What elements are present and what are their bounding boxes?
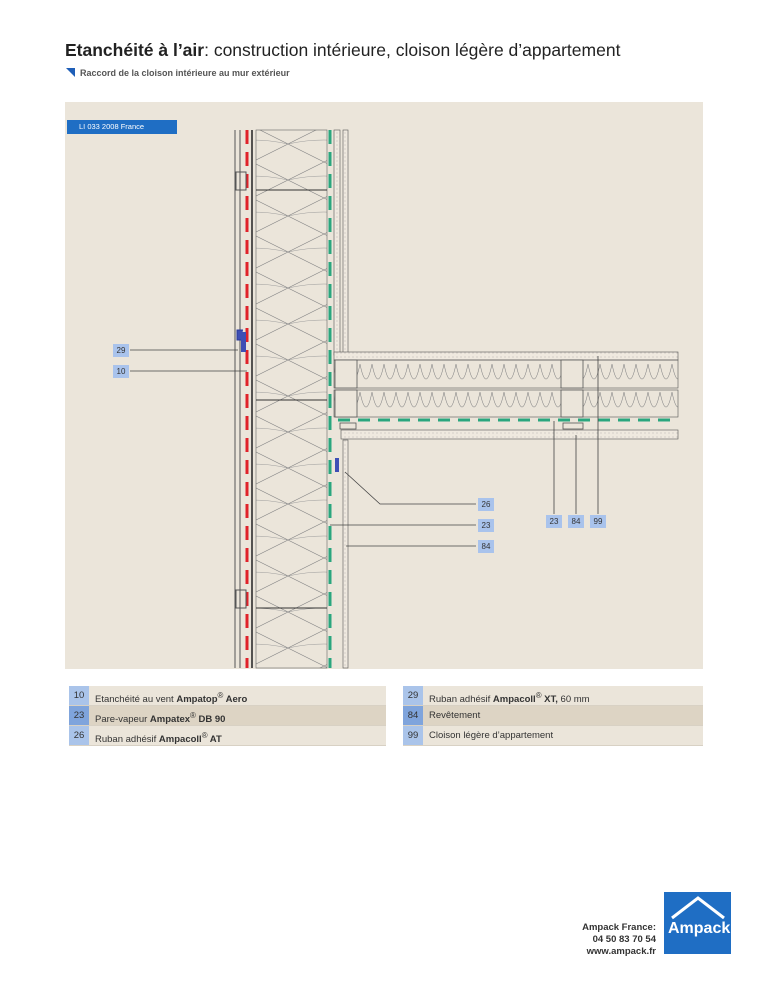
page-subtitle: Raccord de la cloison intérieure au mur … <box>66 68 290 78</box>
callout-99: 99 <box>590 515 606 528</box>
website-link[interactable]: www.ampack.fr <box>586 946 656 957</box>
leader-lines <box>130 349 599 547</box>
callout-10: 10 <box>113 365 129 378</box>
page-title: Etanchéité à l’air: construction intérie… <box>65 40 621 60</box>
callout-29: 29 <box>113 344 129 357</box>
contact-info: Ampack France: 04 50 83 70 54 www.ampack… <box>560 922 656 958</box>
callout-26: 26 <box>478 498 494 511</box>
callout-23: 23 <box>478 519 494 532</box>
ampack-logo: Ampack <box>664 892 731 954</box>
callout-84-floor: 84 <box>568 515 584 528</box>
callout-84: 84 <box>478 540 494 553</box>
apartment-partition <box>333 351 679 440</box>
callout-23-floor: 23 <box>546 515 562 528</box>
exterior-wall <box>234 129 349 669</box>
drawing-reference-tag: LI 033 2008 France <box>67 120 177 134</box>
triangle-icon <box>66 68 75 77</box>
